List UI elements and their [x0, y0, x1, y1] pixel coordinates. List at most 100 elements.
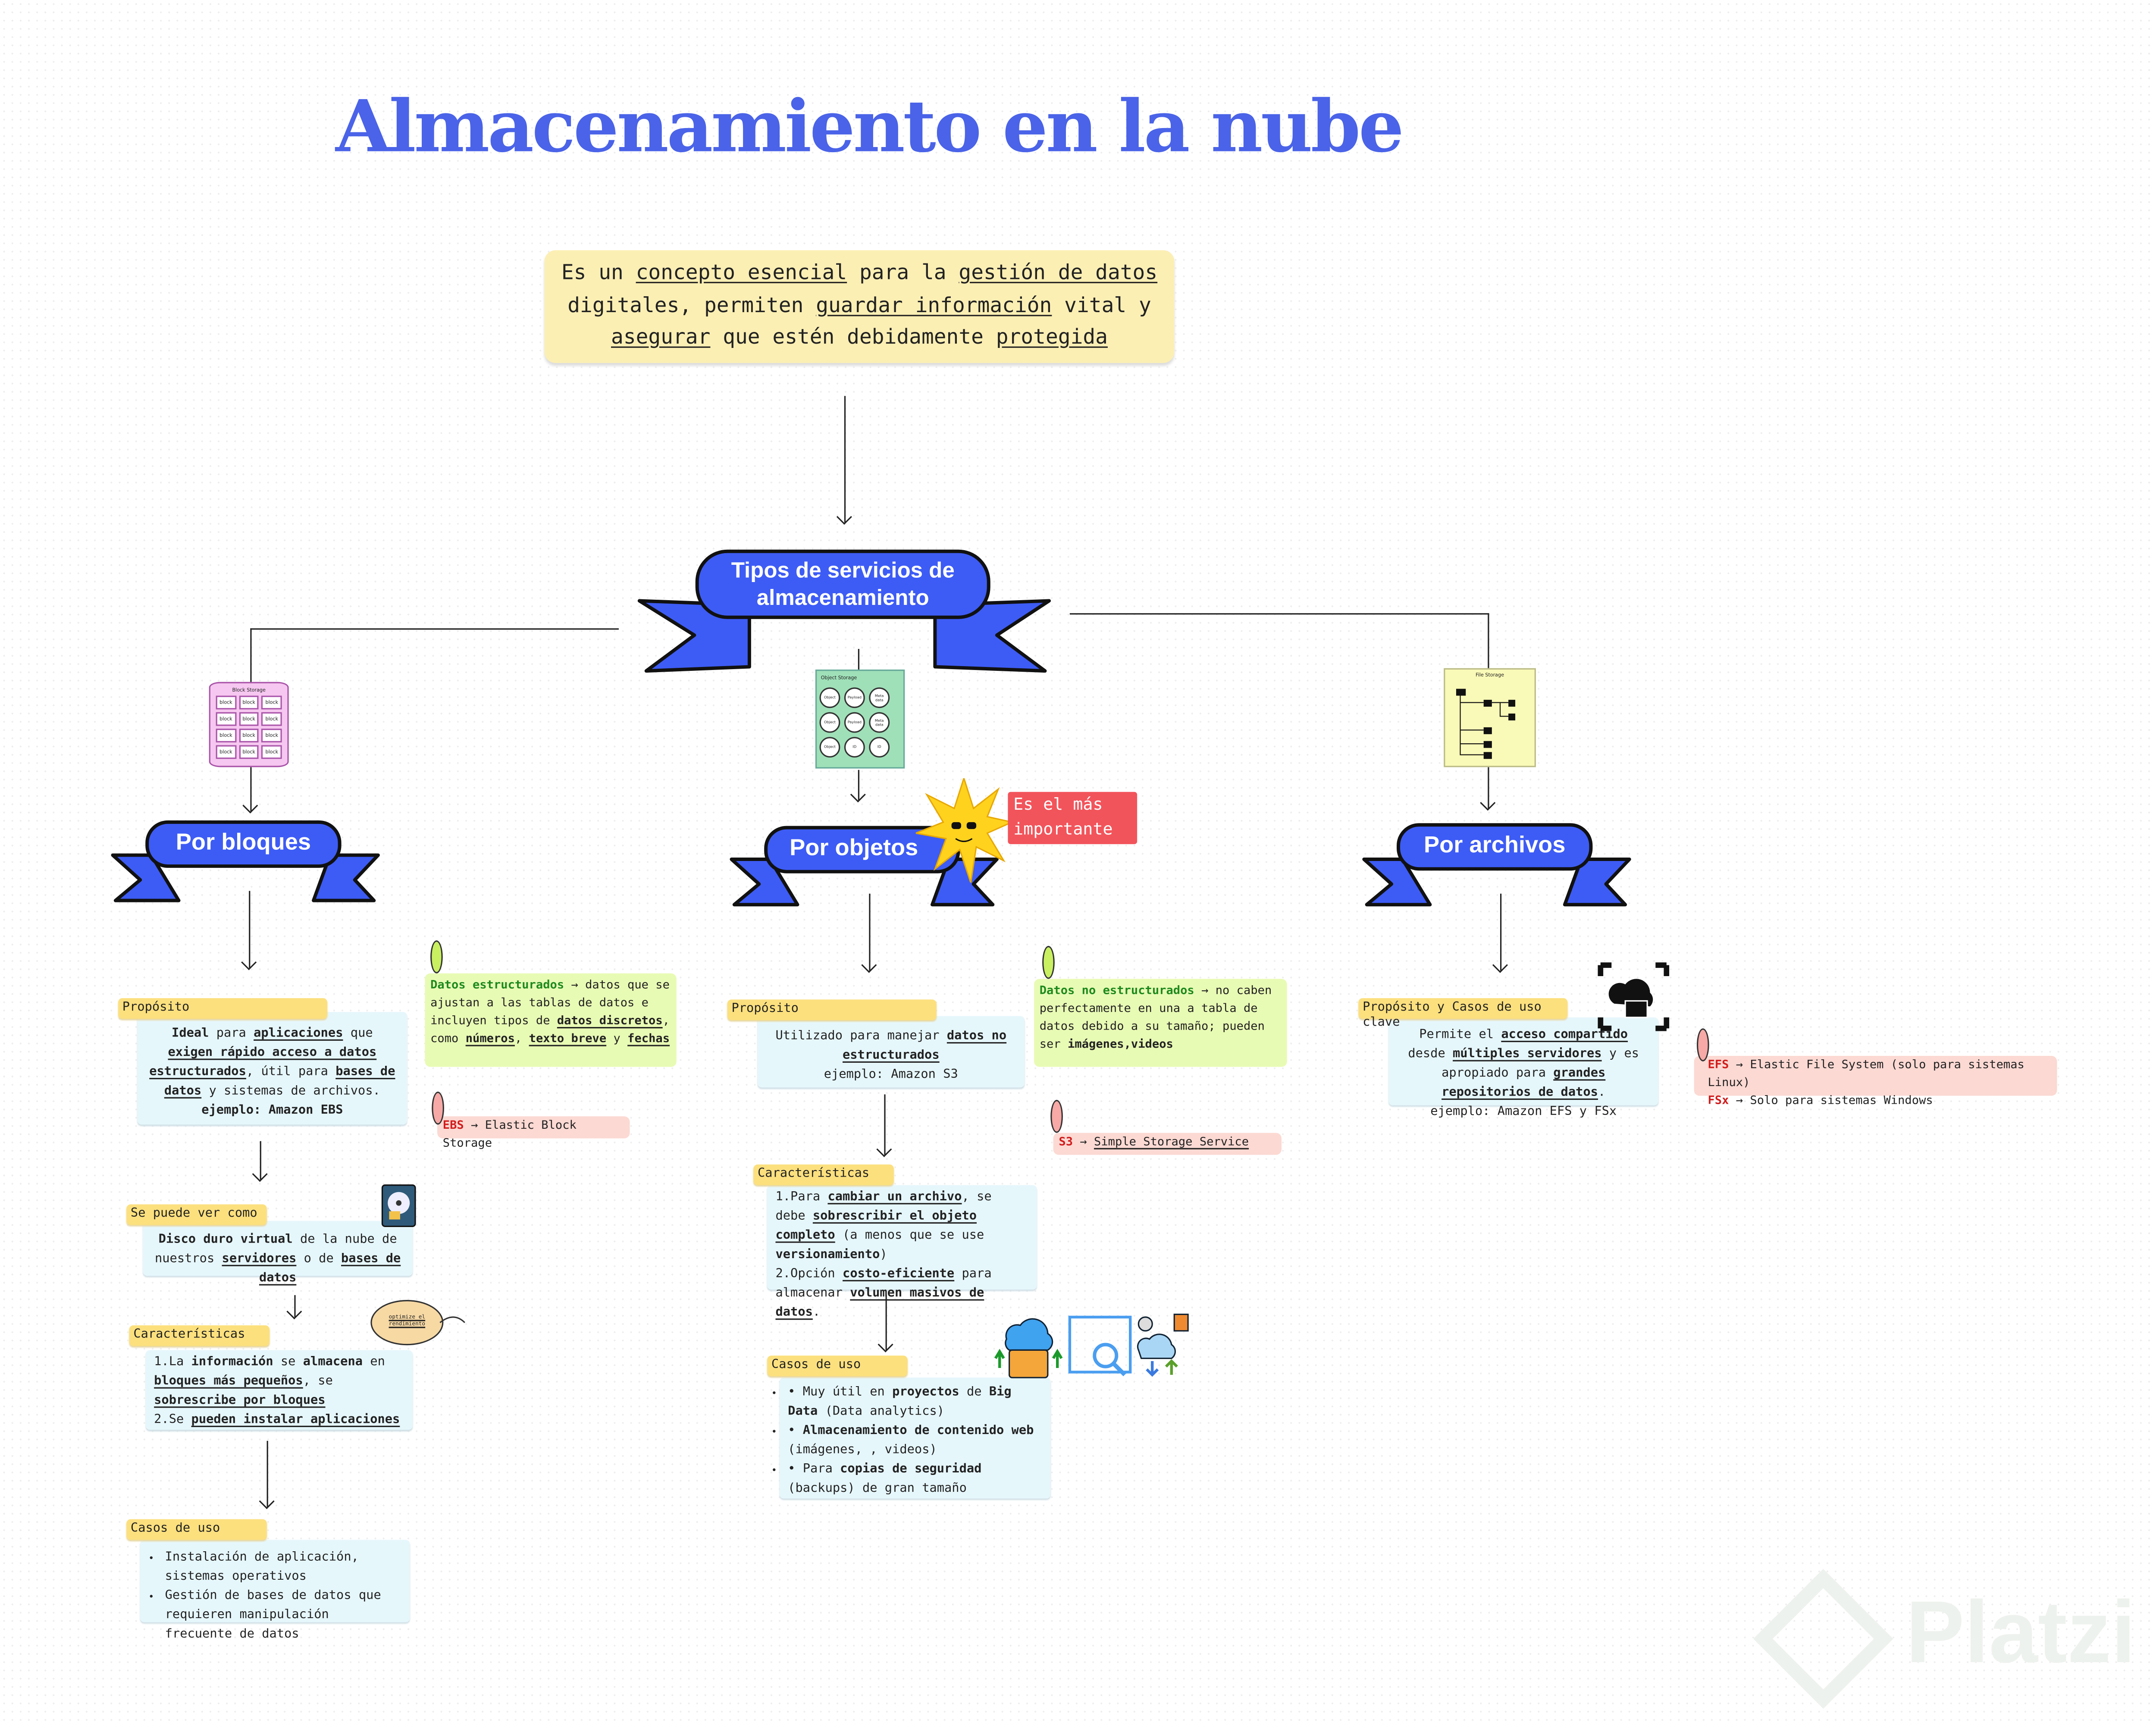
thumb-label: File Storage [1476, 672, 1504, 678]
features-list: 1.Para cambiar un archivo, se debe sobre… [775, 1188, 1028, 1323]
arrow-down [869, 893, 871, 971]
block-cell: block [261, 712, 282, 726]
block-cell: block [238, 695, 259, 710]
text-segment: asegurar [611, 324, 711, 349]
text-segment: , [514, 1032, 529, 1046]
text-segment: (imágenes, , videos) [788, 1443, 937, 1458]
text-segment: , se [303, 1374, 333, 1389]
text-segment: volumen masivos de datos [775, 1287, 984, 1320]
purpose-tag: Propósito [118, 998, 327, 1019]
exclamation-icon [432, 1091, 444, 1125]
arrow-down [260, 1141, 262, 1180]
arrow-down [884, 1094, 886, 1155]
purpose-example: ejemplo: Amazon EBS [201, 1104, 343, 1118]
text-segment: exigen rápido acceso a datos estructurad… [149, 1046, 377, 1080]
file-storage-image: File Storage [1444, 668, 1536, 767]
object-node: Meta data [869, 712, 890, 733]
blocks-features-card: 1.La información se almacena en bloques … [146, 1350, 413, 1430]
text-segment: para almacenar [775, 1268, 992, 1301]
arrow-down [294, 1295, 296, 1317]
object-node: Meta data [869, 687, 890, 708]
text-segment: → no caben perfectamente en una a tabla … [1039, 984, 1272, 1052]
ribbon-line: Tipos de servicios de [731, 559, 955, 583]
text-segment: para [209, 1027, 254, 1041]
text-segment: , como [430, 1014, 670, 1046]
object-node: Object [819, 687, 840, 708]
object-node: Payload [844, 712, 865, 733]
text-segment: concepto esencial [636, 260, 847, 285]
purpose-tag: Propósito y Casos de uso clave [1358, 998, 1568, 1030]
thumb-label: Block Storage [232, 687, 266, 693]
block-cell: block [238, 712, 259, 726]
text-segment: Disco duro virtual [158, 1233, 293, 1247]
block-cell: block [238, 729, 259, 742]
ribbon-por-archivos: Por archivos [1424, 832, 1566, 858]
block-cell: block [216, 729, 236, 742]
text-segment: 2.Se [154, 1413, 191, 1427]
text-segment: que estén debidamente [710, 324, 996, 349]
list-item: 2.Opción costo-eficiente para almacenar … [775, 1265, 1028, 1323]
list-item: 2.Se pueden instalar aplicaciones [154, 1411, 404, 1430]
arrow-down [858, 770, 860, 800]
text-segment: (a menos que se use [835, 1229, 984, 1243]
block-cell: block [216, 695, 236, 710]
text-segment: Para [802, 1462, 840, 1477]
text-segment: aplicaciones [254, 1027, 343, 1041]
uses-tag: Casos de uso [126, 1519, 267, 1540]
text-segment: Permite el [1419, 1028, 1501, 1043]
text-segment: información [191, 1356, 273, 1370]
arrow-down [885, 1295, 888, 1350]
text-segment: copias de seguridad [840, 1462, 982, 1477]
note-efs: EFS → Elastic File System (solo para sis… [1708, 1057, 2051, 1093]
block-cell: block [261, 729, 282, 742]
exclamation-icon [1696, 1028, 1709, 1061]
purpose-example: ejemplo: Amazon S3 [824, 1068, 958, 1082]
list-item: • Almacenamiento de contenido web (imáge… [788, 1421, 1042, 1460]
blocks-uses-card: Instalación de aplicación, sistemas oper… [140, 1540, 410, 1641]
text-segment: Ideal [172, 1027, 209, 1041]
ribbon-shapes [111, 549, 1631, 907]
text-segment: Big Data [788, 1386, 1012, 1419]
text-segment: de [959, 1386, 989, 1400]
purpose-tag: Propósito [727, 999, 937, 1021]
text-segment: , se debe [775, 1190, 992, 1224]
uses-list: • Muy útil en proyectos de Big Data (Dat… [788, 1383, 1042, 1499]
text-segment: para la [847, 260, 959, 285]
central-ribbon-title: Tipos de servicios de almacenamiento [697, 558, 989, 614]
object-node: ID [844, 737, 865, 758]
text-segment: guardar información [816, 292, 1052, 317]
text-segment: texto breve [529, 1032, 607, 1046]
object-node: Object [819, 737, 840, 758]
text-segment: se [273, 1356, 303, 1370]
list-item: Instalación de aplicación, sistemas oper… [165, 1548, 399, 1587]
files-purpose-card: Permite el acceso compartido desde múlti… [1388, 1017, 1658, 1119]
features-tag: Características [129, 1325, 270, 1346]
list-item: • Muy útil en proyectos de Big Data (Dat… [788, 1383, 1042, 1421]
arrow-down [844, 396, 846, 523]
most-important-badge: Es el más importante [1008, 792, 1138, 844]
hard-drive-icon [381, 1184, 416, 1227]
text-segment: Es un [561, 260, 636, 285]
note-s3: S3 → Simple Storage Service [1053, 1133, 1282, 1155]
folder-tree-icon [1456, 689, 1516, 759]
text-segment: EFS [1708, 1058, 1729, 1073]
objects-uses-card: • Muy útil en proyectos de Big Data (Dat… [780, 1378, 1051, 1499]
features-list: 1.La información se almacena en bloques … [154, 1353, 404, 1430]
text-segment: grandes repositorios de datos [1442, 1067, 1606, 1100]
note-structured-data: Datos estructurados → datos que se ajust… [425, 973, 677, 1067]
block-cell: block [261, 695, 282, 710]
thumb-label: Object Storage [821, 675, 857, 681]
platzi-watermark: Platzi [1753, 1569, 2136, 1709]
bread-label: optimize el rendimiento [389, 1313, 426, 1327]
text-segment: bases de datos [259, 1252, 401, 1286]
sun-sunglasses-icon [915, 778, 1012, 883]
list-item: Gestión de bases de datos que requieren … [165, 1587, 399, 1644]
text-segment: (backups) de gran tamaño [788, 1482, 967, 1496]
block-cell: block [216, 745, 236, 759]
text-segment: en [363, 1356, 385, 1370]
text-segment: Datos no estructurados [1039, 984, 1194, 999]
block-cell: block [238, 745, 259, 759]
